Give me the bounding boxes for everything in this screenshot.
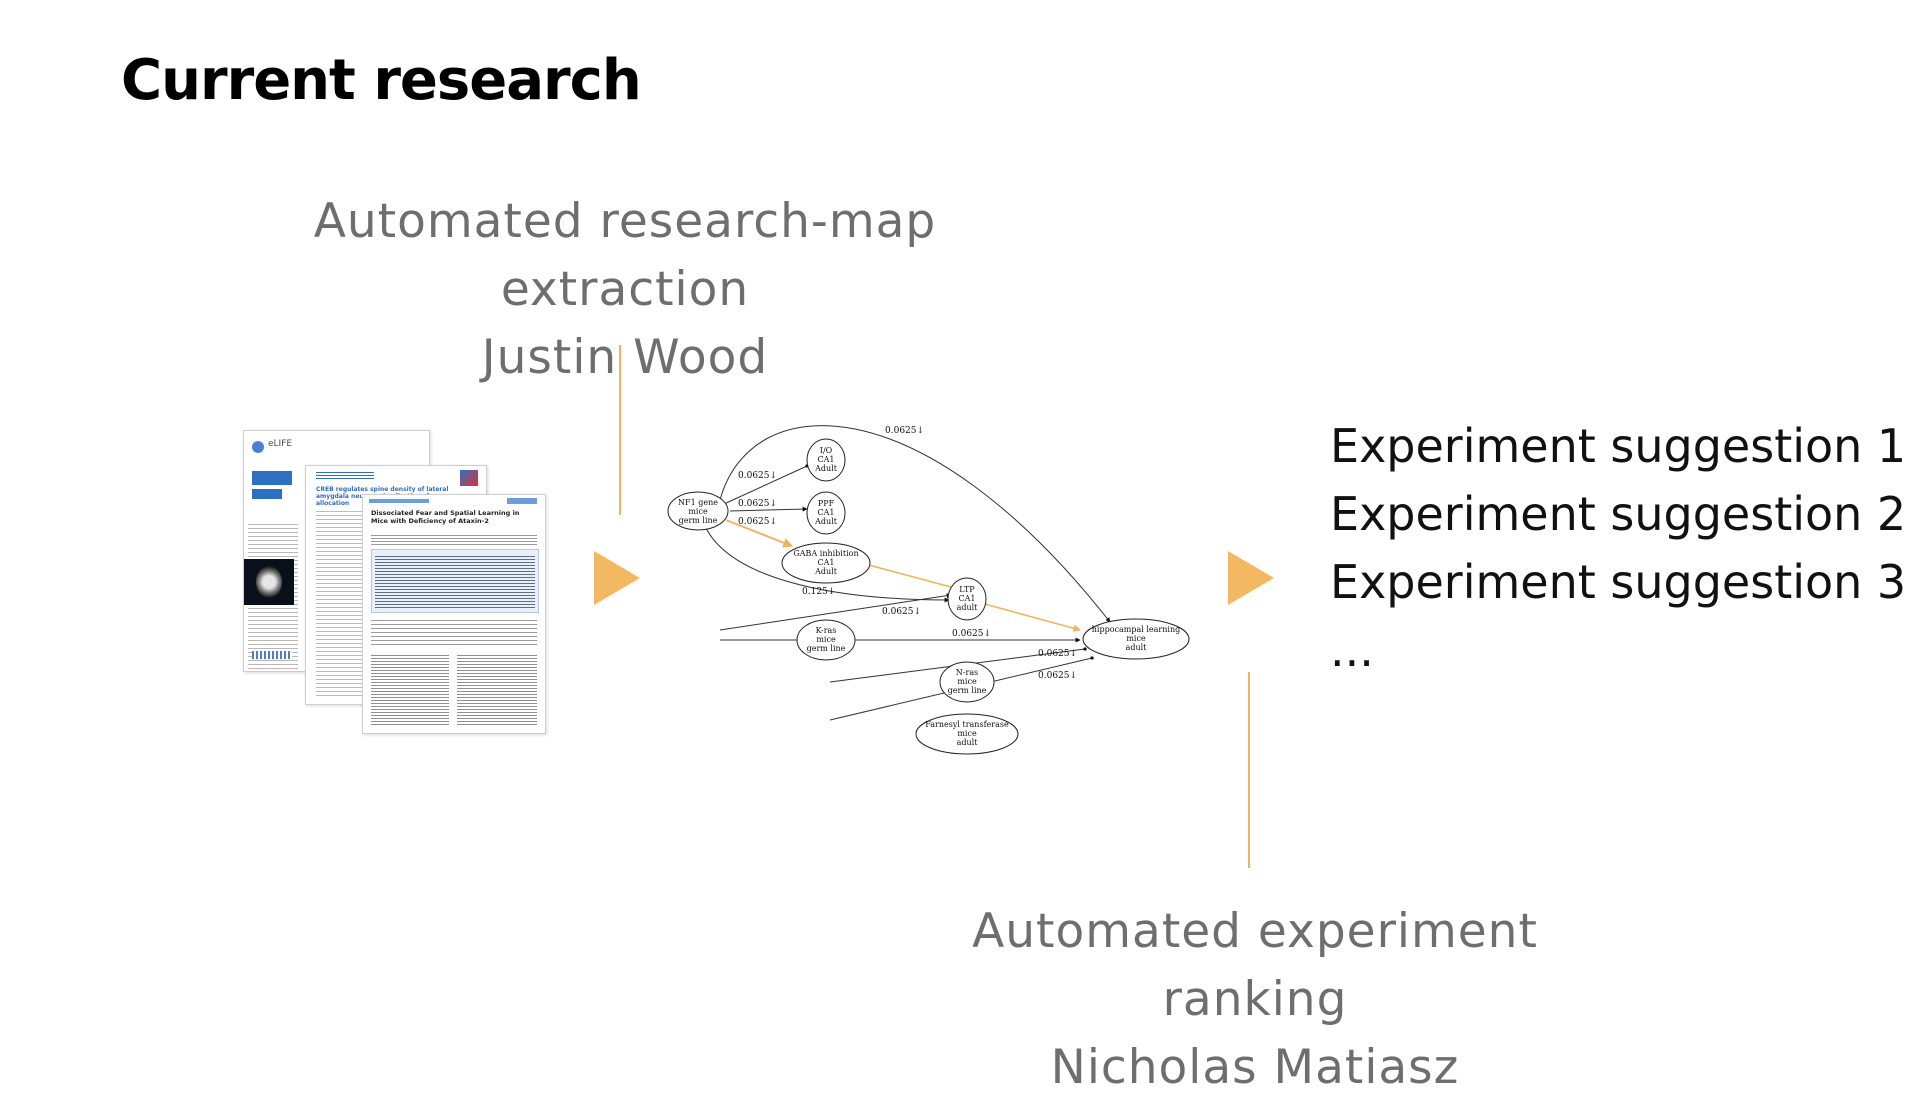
node-kras: K-ras mice germ line xyxy=(796,619,856,661)
svg-text:PPF: PPF xyxy=(818,499,835,508)
node-farnesyl-transferase: Farnesyl transferase mice adult xyxy=(915,713,1019,755)
svg-text:Adult: Adult xyxy=(814,517,838,526)
svg-text:K-ras: K-ras xyxy=(816,626,837,635)
svg-text:CA1: CA1 xyxy=(818,455,835,464)
paper-title-ataxin: Dissociated Fear and Spatial Learning in… xyxy=(371,509,520,525)
svg-text:germ line: germ line xyxy=(948,686,987,695)
suggestion-2: Experiment suggestion 2 xyxy=(1330,487,1907,541)
svg-text:mice: mice xyxy=(957,677,977,686)
svg-text:mice: mice xyxy=(688,507,708,516)
edge-label-farn-hippo: 0.0625↓ xyxy=(1038,671,1077,681)
slide-title: Current research xyxy=(121,48,642,113)
suggestion-3: Experiment suggestion 3 xyxy=(1330,555,1907,609)
brain-scan-image xyxy=(244,559,294,605)
svg-text:mice: mice xyxy=(816,635,836,644)
paper-ataxin: Dissociated Fear and Spatial Learning in… xyxy=(362,494,546,734)
svg-text:CA1: CA1 xyxy=(818,508,835,517)
experiment-suggestions: Experiment suggestion 1 Experiment sugge… xyxy=(1330,412,1906,684)
svg-text:Adult: Adult xyxy=(814,464,838,473)
svg-text:Farnesyl transferase: Farnesyl transferase xyxy=(925,720,1009,729)
caption-topic: Automated research-map extraction xyxy=(313,194,937,317)
svg-text:hippocampal learning: hippocampal learning xyxy=(1092,625,1180,634)
svg-text:adult: adult xyxy=(1126,643,1148,652)
svg-text:CA1: CA1 xyxy=(959,594,976,603)
edge-nf1-io xyxy=(723,464,809,505)
edge-label-nras-hippo: 0.0625↓ xyxy=(1038,649,1077,659)
paper-logo: eLIFE xyxy=(268,439,293,449)
flow-arrow-left xyxy=(594,551,640,605)
edge-label-kras-hippo: 0.0625↓ xyxy=(952,629,991,639)
svg-text:N-ras: N-ras xyxy=(956,668,978,677)
svg-text:Adult: Adult xyxy=(814,567,838,576)
connector-line-bottom xyxy=(1248,672,1250,868)
edge-nf1-gaba xyxy=(725,519,794,548)
node-ltp: LTP CA1 adult xyxy=(947,577,987,621)
svg-text:NF1 gene: NF1 gene xyxy=(678,498,718,507)
svg-text:LTP: LTP xyxy=(959,585,975,594)
edge-kras-ltp xyxy=(719,593,952,631)
svg-text:germ line: germ line xyxy=(679,516,718,525)
node-io: I/O CA1 Adult xyxy=(806,438,846,482)
caption-topic: Automated experiment ranking xyxy=(972,904,1538,1027)
research-map-graph: 0.0625↓ 0.0625↓ 0.0625↓ 0.0625↓ 0.125↓ 0… xyxy=(667,425,1190,755)
svg-text:adult: adult xyxy=(957,738,979,747)
edge-nf1-ppf xyxy=(729,506,808,512)
svg-text:GABA inhibition: GABA inhibition xyxy=(793,549,858,558)
edge-label-kras-ltp: 0.0625↓ xyxy=(882,607,921,617)
svg-text:mice: mice xyxy=(1126,634,1146,643)
svg-text:germ line: germ line xyxy=(807,644,846,653)
suggestion-1: Experiment suggestion 1 xyxy=(1330,419,1907,473)
experiment-ranking-caption: Automated experiment ranking Nicholas Ma… xyxy=(880,898,1630,1102)
node-gaba: GABA inhibition CA1 Adult xyxy=(781,542,871,584)
edge-label-nf1-gaba: 0.0625↓ xyxy=(738,517,777,527)
edge-label-nf1-io: 0.0625↓ xyxy=(738,471,777,481)
node-nf1: NF1 gene mice germ line xyxy=(667,491,729,531)
node-ppf: PPF CA1 Adult xyxy=(806,491,846,535)
svg-text:mice: mice xyxy=(957,729,977,738)
svg-text:CA1: CA1 xyxy=(818,558,835,567)
flow-arrow-right xyxy=(1228,551,1274,605)
caption-author: Nicholas Matiasz xyxy=(1050,1040,1460,1095)
edge-label-nf1-ppf: 0.0625↓ xyxy=(738,499,777,509)
research-map-extraction-caption: Automated research-map extraction Justin… xyxy=(200,188,1050,392)
edge-label-nf1-ltp: 0.125↓ xyxy=(802,587,835,597)
edge-nf1-ltp xyxy=(705,527,950,603)
suggestion-ellipsis: ... xyxy=(1330,623,1374,677)
edge-label-nf1-hippo: 0.0625↓ xyxy=(885,426,924,436)
edge-ltp-hippo xyxy=(969,599,1081,632)
node-nras: N-ras mice germ line xyxy=(939,661,995,703)
svg-text:I/O: I/O xyxy=(820,446,833,455)
connector-line-top xyxy=(619,345,621,515)
edge-nf1-hippo xyxy=(719,425,1111,623)
caption-author: Justin Wood xyxy=(481,330,769,385)
abstract-box xyxy=(371,549,539,613)
node-hippocampal-learning: hippocampal learning mice adult xyxy=(1082,618,1190,660)
svg-text:adult: adult xyxy=(957,603,979,612)
